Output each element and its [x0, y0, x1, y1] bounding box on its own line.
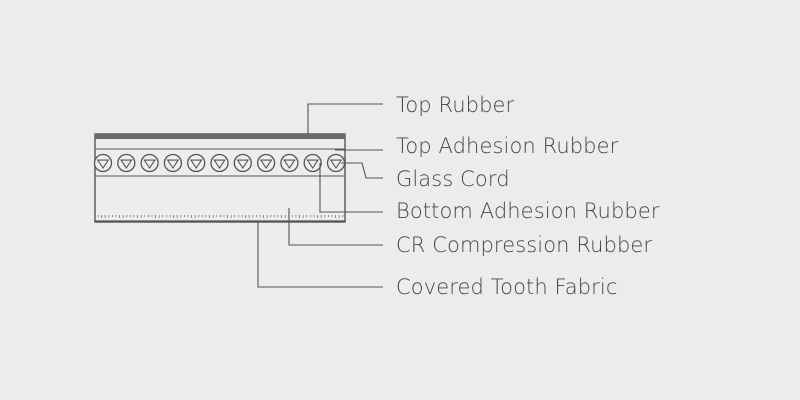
- leader-covered-tooth-fabric: [257, 222, 383, 288]
- cord-triangle: [166, 159, 180, 169]
- label-top-adhesion-rubber: Top Adhesion Rubber: [396, 134, 619, 158]
- glass-cord-strand: [326, 153, 346, 173]
- glass-cord-strand: [117, 153, 136, 173]
- cord-triangle: [259, 159, 273, 169]
- cord-triangle: [143, 159, 156, 169]
- cord-triangle: [189, 159, 203, 169]
- tooth-fabric-texture: [97, 215, 344, 218]
- cord-circle: [256, 153, 276, 173]
- cord-circle: [210, 153, 229, 173]
- cord-circle: [303, 153, 322, 173]
- label-cr-compression-rubber: CR Compression Rubber: [396, 233, 653, 257]
- cord-triangle: [306, 159, 319, 169]
- label-glass-cord: Glass Cord: [396, 167, 510, 191]
- cord-triangle: [283, 159, 296, 169]
- label-covered-tooth-fabric: Covered Tooth Fabric: [396, 275, 618, 299]
- belt-outline: [94, 133, 346, 223]
- label-bottom-adhesion-rubber: Bottom Adhesion Rubber: [396, 199, 660, 223]
- leader-top-rubber: [307, 103, 383, 134]
- cord-circle: [117, 153, 136, 173]
- cord-triangle: [213, 159, 226, 169]
- label-top-rubber: Top Rubber: [396, 93, 515, 117]
- cord-triangle: [236, 159, 250, 169]
- top-rubber-layer: [95, 134, 345, 139]
- glass-cord-strand: [256, 153, 276, 173]
- cord-triangle: [329, 159, 343, 169]
- cord-circle: [140, 153, 159, 173]
- glass-cord-strand: [210, 153, 229, 173]
- cord-circle: [93, 153, 113, 173]
- belt-body: [94, 133, 346, 223]
- leader-lines: [257, 103, 383, 288]
- leader-cr-compression-rubber: [288, 208, 383, 246]
- glass-cord-strand: [140, 153, 159, 173]
- glass-cord-strand: [187, 153, 206, 173]
- leader-bottom-adhesion-rubber: [319, 163, 383, 213]
- cord-triangle: [120, 159, 133, 169]
- glass-cord-row: [93, 153, 346, 173]
- cord-circle: [187, 153, 206, 173]
- glass-cord-strand: [303, 153, 322, 173]
- cord-circle: [163, 153, 183, 173]
- cord-triangle: [96, 159, 110, 169]
- cord-circle: [280, 153, 299, 173]
- glass-cord-strand: [93, 153, 113, 173]
- cord-circle: [233, 153, 252, 173]
- leader-glass-cord: [341, 162, 383, 179]
- glass-cord-strand: [280, 153, 299, 173]
- glass-cord-strand: [233, 153, 252, 173]
- glass-cord-strand: [163, 153, 183, 173]
